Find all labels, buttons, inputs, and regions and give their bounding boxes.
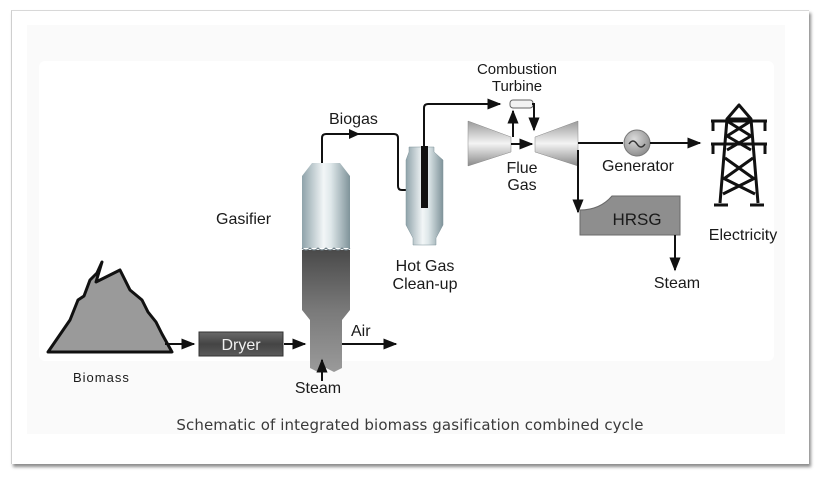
biomass-pile — [46, 260, 174, 354]
generator — [623, 129, 651, 157]
hrsg-unit — [579, 195, 681, 236]
combustor-to-turbine-arrow — [528, 103, 540, 132]
biogas-pipe — [321, 133, 406, 191]
biogas-label: Biogas — [329, 111, 378, 128]
figure-caption: Schematic of integrated biomass gasifica… — [176, 416, 644, 434]
combustion-label-line2: Turbine — [492, 78, 542, 95]
generator-sine-icon — [628, 140, 646, 148]
flue-gas-label-line1: Flue — [506, 160, 537, 177]
transmission-tower-icon — [711, 103, 767, 207]
air-label: Air — [351, 323, 371, 340]
steam-in-label: Steam — [295, 380, 341, 397]
biomass-label: Biomass — [73, 370, 130, 385]
gasifier-label: Gasifier — [216, 211, 272, 228]
combustion-label-line1: Combustion — [477, 61, 557, 78]
generator-label: Generator — [602, 158, 675, 175]
electricity-label: Electricity — [709, 227, 777, 244]
dryer-label: Dryer — [221, 337, 261, 354]
clean-gas-pipe — [423, 98, 502, 147]
steam-out-label: Steam — [654, 275, 700, 292]
flue-gas-label-line2: Gas — [507, 177, 536, 194]
hot-gas-cleanup-vessel — [405, 146, 444, 246]
hot-gas-label-line1: Hot Gas — [396, 258, 455, 275]
compressor — [467, 120, 512, 167]
turbine — [534, 120, 579, 167]
hot-gas-label-line2: Clean-up — [393, 276, 458, 293]
gasifier-vessel — [301, 163, 351, 372]
combustor — [509, 99, 534, 109]
hrsg-label: HRSG — [612, 210, 661, 229]
dryer-unit — [198, 331, 284, 357]
biogas-flow-arrow — [349, 129, 360, 139]
